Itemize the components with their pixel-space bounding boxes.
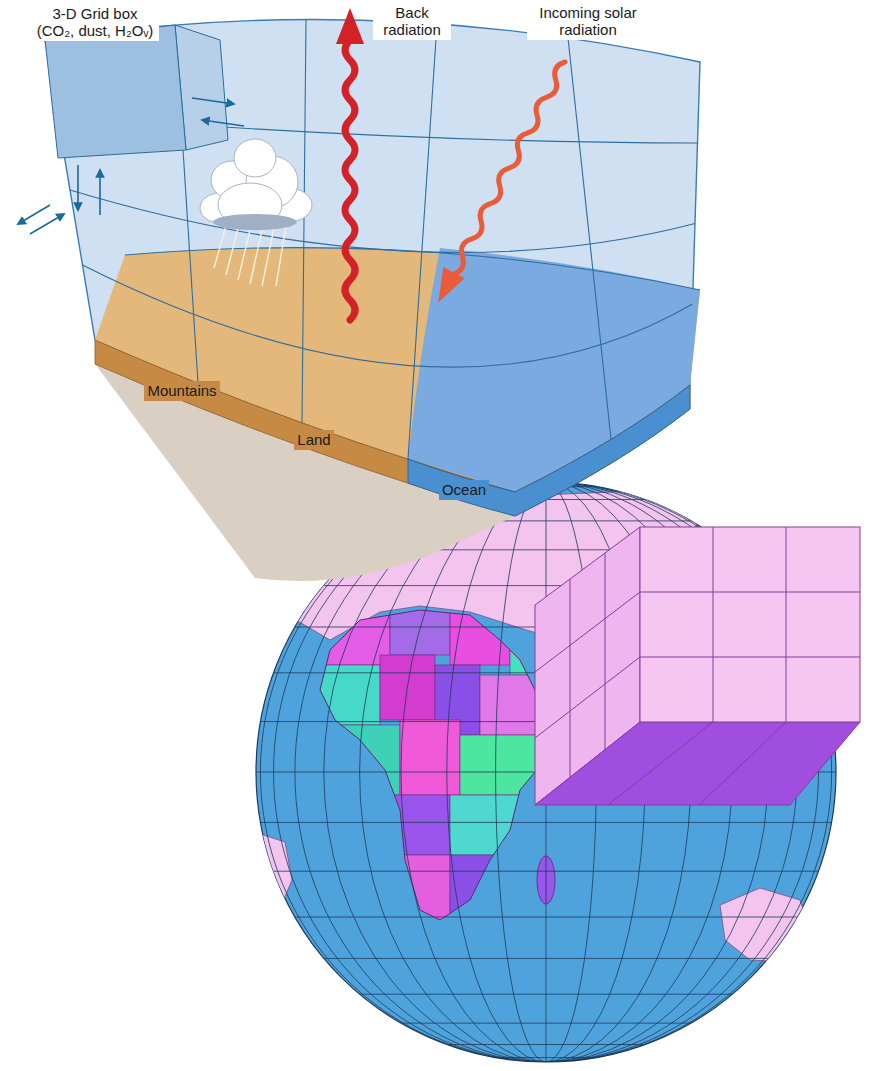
atmosphere-slab (18, 20, 700, 516)
surface-label: Mountains (144, 381, 219, 400)
surface-label: Land (294, 430, 333, 449)
surface-label: Ocean (439, 480, 489, 499)
rain-cloud (200, 139, 312, 286)
back-radiation-arrow (336, 8, 364, 320)
grid-box-label: 3-D Grid box (CO₂, dust, H₂Oᵥ) (31, 4, 159, 41)
grid-cube (535, 527, 860, 805)
radiation-label: Incoming solar radiation (527, 3, 649, 40)
radiation-label: Back radiation (373, 3, 451, 40)
solar-radiation-arrow (428, 56, 576, 308)
